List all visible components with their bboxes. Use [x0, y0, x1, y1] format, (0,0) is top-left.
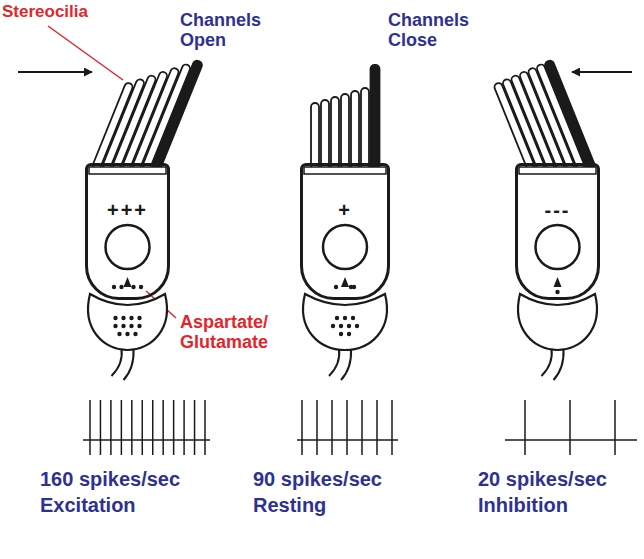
- vesicle: [131, 285, 135, 289]
- stereocilium: [361, 88, 369, 169]
- leader-line: [48, 26, 123, 80]
- vesicle: [113, 316, 117, 320]
- spike: [100, 400, 102, 455]
- part-label: Stereocilia: [2, 2, 88, 21]
- spike: [331, 400, 333, 455]
- vesicle: [121, 324, 125, 328]
- spike: [183, 400, 185, 455]
- rate-label: 20 spikes/sec: [478, 468, 607, 490]
- spike: [152, 400, 154, 455]
- charge-sign: +++: [107, 200, 148, 220]
- spike-train: [505, 400, 637, 455]
- cuticular-plate: [304, 167, 386, 174]
- nerve-fiber: [329, 349, 351, 380]
- hair-cell-art: [303, 65, 387, 380]
- vesicle: [339, 332, 343, 336]
- cuticular-plate: [519, 167, 596, 174]
- nerve-fiber: [542, 349, 564, 380]
- response-label: Resting: [253, 494, 326, 516]
- vesicle: [355, 324, 359, 328]
- kinocilium: [371, 65, 380, 169]
- stereocilium: [321, 100, 329, 169]
- hair-cell: +++: [85, 163, 170, 300]
- vesicle: [347, 324, 351, 328]
- force-arrow: [18, 71, 92, 73]
- spike: [142, 400, 144, 455]
- charge-sign: +: [338, 200, 352, 220]
- spike: [569, 400, 571, 455]
- nucleus: [323, 225, 367, 269]
- vesicle: [119, 285, 123, 289]
- vesicle: [113, 324, 117, 328]
- force-arrow: [572, 71, 632, 73]
- kinocilium: [544, 59, 596, 170]
- vesicle: [125, 332, 129, 336]
- vesicle: [331, 324, 335, 328]
- spike: [204, 400, 206, 455]
- spike: [346, 400, 348, 455]
- spike: [162, 400, 164, 455]
- state-label: Channels Open: [180, 10, 270, 50]
- spike: [524, 400, 526, 455]
- vesicle: [133, 332, 137, 336]
- spike: [121, 400, 123, 455]
- spike: [194, 400, 196, 455]
- response-label: Inhibition: [478, 494, 568, 516]
- rate-label: 90 spikes/sec: [253, 468, 382, 490]
- spike: [614, 400, 616, 455]
- spike: [89, 400, 91, 455]
- vesicle: [347, 332, 351, 336]
- vesicle: [335, 316, 339, 320]
- spike-train: [83, 400, 210, 455]
- transmitter-label: Aspartate/ Glutamate: [180, 312, 290, 352]
- cuticular-plate: [89, 167, 166, 174]
- stereocilium: [341, 94, 349, 169]
- stereocilium: [311, 103, 319, 169]
- synaptic-ribbon: [341, 277, 349, 287]
- vesicle: [112, 285, 116, 289]
- spike: [131, 400, 133, 455]
- afferent-terminal: [303, 294, 387, 350]
- spike: [376, 400, 378, 455]
- synaptic-ribbon: [124, 277, 132, 287]
- kinocilium: [151, 59, 203, 170]
- afferent-terminal: [88, 294, 167, 350]
- vesicle: [117, 332, 121, 336]
- vesicle: [129, 324, 133, 328]
- spike: [361, 400, 363, 455]
- nerve-fiber: [112, 349, 134, 380]
- vesicle: [339, 324, 343, 328]
- vesicle: [343, 316, 347, 320]
- stereocilium: [351, 91, 359, 169]
- hair-cell-art: [493, 59, 597, 380]
- vesicle: [334, 285, 338, 289]
- vesicle: [121, 316, 125, 320]
- spike: [301, 400, 303, 455]
- vesicle: [137, 316, 141, 320]
- vesicle: [129, 316, 133, 320]
- nucleus: [106, 225, 150, 269]
- hair-cell: +: [300, 163, 390, 300]
- vesicle: [555, 290, 559, 294]
- afferent-terminal: [518, 294, 597, 350]
- vesicle: [139, 285, 143, 289]
- spike: [110, 400, 112, 455]
- charge-sign: ---: [545, 200, 571, 220]
- response-label: Excitation: [40, 494, 136, 516]
- synaptic-ribbon: [554, 277, 562, 287]
- hair-cell: ---: [515, 163, 600, 300]
- stereocilium: [331, 97, 339, 169]
- vesicle: [137, 324, 141, 328]
- spike: [391, 400, 393, 455]
- nucleus: [536, 225, 580, 269]
- state-label: Channels Close: [388, 10, 478, 50]
- spike-train: [297, 400, 398, 455]
- vesicle: [351, 316, 355, 320]
- baseline: [83, 439, 210, 441]
- rate-label: 160 spikes/sec: [40, 468, 180, 490]
- spike: [173, 400, 175, 455]
- vesicle: [352, 285, 356, 289]
- spike: [316, 400, 318, 455]
